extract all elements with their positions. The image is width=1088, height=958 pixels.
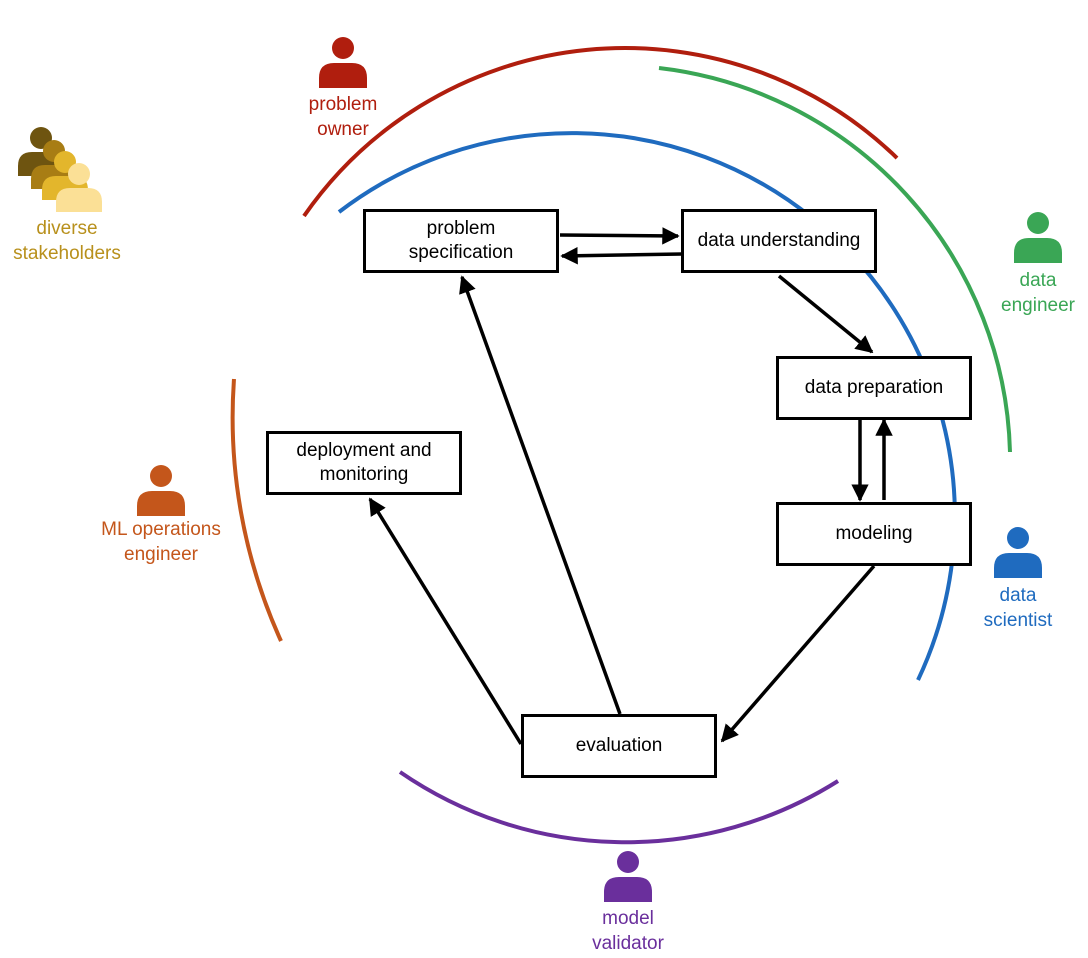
arrow-understanding-to-spec	[560, 246, 683, 265]
ml-ops-person-icon	[137, 465, 185, 516]
problem-owner-person-icon	[319, 37, 367, 88]
stakeholder-group-icon	[18, 127, 102, 212]
data-preparation-box: data preparation	[776, 356, 972, 420]
arrow-modeling-to-evaluation	[720, 564, 876, 743]
data-scientist-person-icon	[994, 527, 1042, 578]
arrow-evaluation-to-deployment	[368, 497, 523, 745]
arrow-evaluation-to-specification	[459, 275, 622, 715]
arrow-spec-to-understanding	[559, 227, 680, 245]
problem-owner-arc	[302, 46, 899, 218]
data-understanding-box: data understanding	[681, 209, 877, 273]
ml-ops-arc	[230, 378, 283, 642]
data-engineer-person-icon	[1014, 212, 1062, 263]
model-validator-arc	[398, 770, 840, 845]
modeling-box: modeling	[776, 502, 972, 566]
model-validator-person-icon	[604, 851, 652, 902]
evaluation-box: evaluation	[521, 714, 717, 778]
arrow-understanding-to-preparation	[777, 274, 874, 354]
data-engineer-arc	[658, 66, 1012, 453]
